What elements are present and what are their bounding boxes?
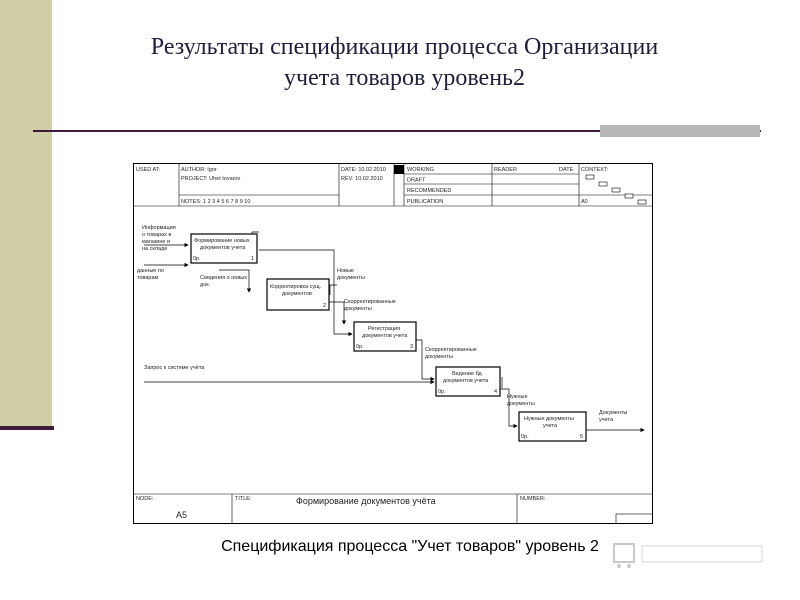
arrow-label-data: данные по товарам <box>137 268 164 281</box>
activity-box-5-number: 5 <box>580 434 583 440</box>
reader-date-label: DATE <box>559 167 574 173</box>
title-rule <box>33 130 761 132</box>
idef0-diagram: USED AT: AUTHOR: Igor PROJECT: Uhet tova… <box>133 163 653 524</box>
slide-title-line-2: учета товаров уровень2 <box>284 65 525 91</box>
svg-text:Скорректированные: Скорректированные <box>344 299 396 305</box>
svg-text:товарам: товарам <box>137 275 159 281</box>
activity-box-4-cost: 0р. <box>438 389 446 395</box>
activity-box-2-number: 2 <box>323 303 326 309</box>
used-at-label: USED AT: <box>136 167 161 173</box>
svg-text:магазине и: магазине и <box>142 239 170 245</box>
activity-box-5-label-1: Нужные документы <box>524 416 574 422</box>
activity-box-3-cost: 0р. <box>356 344 364 350</box>
project-field: PROJECT: Uhet tovarov <box>181 176 241 182</box>
activity-box-1-label-2: документов учета <box>200 245 246 251</box>
diagram-arrows <box>144 231 645 433</box>
activity-box-1: Формирование новых документов учета 0р. … <box>190 233 258 264</box>
svg-text:Новые: Новые <box>337 268 354 274</box>
footer-title: Формирование документов учёта <box>296 496 436 506</box>
svg-text:Сведения о новых: Сведения о новых <box>200 275 247 281</box>
footer-title-label: TITLE: <box>235 496 252 502</box>
activity-box-2-label-2: документов <box>282 291 312 297</box>
slide-title-line-1: Результаты спецификации процесса Организ… <box>150 34 659 60</box>
svg-text:на складе: на складе <box>142 246 167 252</box>
activity-box-5-label-2: учета <box>543 423 558 429</box>
svg-text:данные по: данные по <box>137 268 164 274</box>
arrow-label-request: Запрос к системе учёта <box>144 365 205 371</box>
title-rule-accent <box>600 125 760 137</box>
svg-text:документы: документы <box>507 401 535 407</box>
arrow-label-corrected-2: Скорректированные документы <box>425 347 477 360</box>
reader-label: READER <box>494 167 517 173</box>
activity-box-2: Корректировка сущ. документов 2 <box>266 278 330 311</box>
author-field: AUTHOR: Igor <box>181 167 217 173</box>
activity-box-3-label-1: Регистрация <box>368 326 400 332</box>
svg-text:Нужные: Нужные <box>507 394 528 400</box>
activity-box-3-number: 3 <box>410 344 413 350</box>
svg-text:документы: документы <box>425 354 453 360</box>
svg-text:Информация: Информация <box>142 225 176 231</box>
arrow-label-new-docs: Новые документы <box>337 268 365 281</box>
activity-box-2-label-1: Корректировка сущ. <box>270 284 322 290</box>
activity-box-4-label-1: Ведение бд <box>452 371 482 377</box>
status-publication: PUBLICATION <box>407 199 443 205</box>
arrow-label-info: Информация о товарах в магазине и на скл… <box>142 225 176 252</box>
slide-title: Результаты спецификации процесса Организ… <box>52 32 757 94</box>
decorative-left-band <box>0 0 52 428</box>
context-label: CONTEXT: <box>581 167 609 173</box>
svg-text:Документы: Документы <box>599 410 627 416</box>
activity-box-5: Нужные документы учета 0р. 5 <box>518 411 587 442</box>
status-recommended: RECOMMENDED <box>407 188 451 194</box>
context-node: A0 <box>581 199 588 205</box>
working-marker <box>394 165 404 174</box>
watermark-logo <box>613 543 763 568</box>
svg-text:Скорректированные: Скорректированные <box>425 347 477 353</box>
footer-node: A5 <box>176 510 187 520</box>
activity-box-1-label-1: Формирование новых <box>194 238 250 244</box>
activity-box-4-number: 4 <box>494 389 497 395</box>
svg-text:док.: док. <box>200 282 211 288</box>
status-draft: DRAFT <box>407 178 426 184</box>
activity-box-4: Ведение бд документов учета 0р. 4 <box>435 366 501 397</box>
arrow-label-needed: Нужные документы <box>507 394 535 407</box>
footer-node-label: NODE: <box>136 496 154 502</box>
date-field: DATE: 10.02.2010 <box>341 167 386 173</box>
activity-box-1-cost: 0р. <box>193 256 201 262</box>
context-thumbnail <box>585 174 647 205</box>
footer-number-label: NUMBER: <box>520 496 546 502</box>
notes-field: NOTES: 1 2 3 4 5 6 7 8 9 10 <box>181 199 250 205</box>
activity-box-3-label-2: документов учета <box>362 333 408 339</box>
decorative-left-band-line <box>0 426 54 430</box>
activity-box-5-cost: 0р. <box>521 434 529 440</box>
activity-box-4-label-2: документов учета <box>443 378 489 384</box>
rev-field: REV: 10.02.2010 <box>341 176 383 182</box>
slide-caption: Спецификация процесса "Учет товаров" уро… <box>221 538 599 555</box>
svg-text:документы: документы <box>344 306 372 312</box>
svg-text:учета: учета <box>599 417 614 423</box>
svg-text:документы: документы <box>337 275 365 281</box>
diagram-header <box>134 164 652 207</box>
activity-box-1-number: 1 <box>251 256 254 262</box>
status-working: WORKING <box>407 167 434 173</box>
arrow-label-docs-out: Документы учета <box>599 410 627 423</box>
svg-text:о товарах в: о товарах в <box>142 232 171 238</box>
diagram-footer <box>134 493 652 523</box>
activity-box-3: Регистрация документов учета 0р. 3 <box>353 321 417 352</box>
footer-corner-box <box>615 513 652 523</box>
arrow-label-corrected-1: Скорректированные документы <box>344 299 396 312</box>
arrow-label-svedeniya: Сведения о новых док. <box>200 275 247 288</box>
